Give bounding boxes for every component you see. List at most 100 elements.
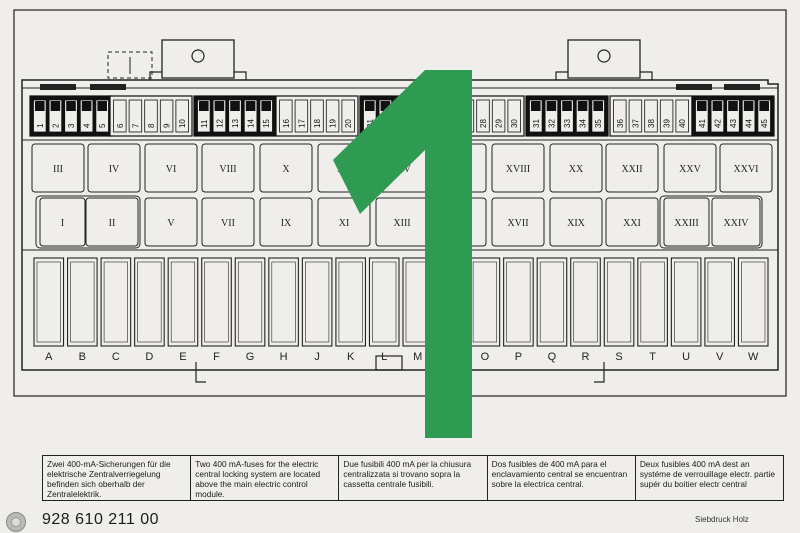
relay-slot-inner [137,261,162,343]
relay-slot-inner [674,261,699,343]
fuse-number: 30 [510,119,519,128]
note-french: Deux fusibles 400 mA dest an systéme de … [639,459,775,489]
relay-slot [670,257,702,347]
relay-slot [536,257,568,347]
note-spanish: Dos fusibles de 400 mA para el enclavami… [488,456,636,500]
relay-label: II [109,218,116,229]
fuse-number: 37 [631,119,640,128]
left-connector [40,39,247,90]
fuse-number: 18 [313,119,322,128]
relay-label: XVIII [506,164,530,175]
relay-socket [605,197,659,247]
relay-slot [469,257,501,347]
relay-slot-inner [271,261,296,343]
note-italian: Due fusibili 400 mA per la chiusura cent… [339,456,488,500]
fuse-cap [199,101,209,111]
relay-socket [719,143,773,193]
fuse-cap [50,101,61,111]
relay-label: I [61,218,64,229]
relay-slot [368,257,400,347]
fuse-cap [546,101,557,111]
fuse [341,99,355,133]
fuse-number: 1 [36,123,45,128]
fuse-cap [66,101,76,111]
fuse-cap [759,101,769,111]
relay-slot-inner [70,261,95,343]
relay-socket [549,143,603,193]
fuse-number: 35 [594,119,603,128]
fuse-number: 45 [760,119,769,128]
relay-label: XVII [507,218,528,229]
relay-slot [637,257,668,347]
fuse [628,99,643,133]
fuse [476,99,490,133]
fuse-number: 9 [163,123,172,128]
relay-socket [259,143,313,193]
fuse-number: 32 [547,119,556,128]
relay-socket [491,143,545,193]
column-label: T [649,351,656,363]
relay-pair-frame [659,195,763,249]
fuse-number: 31 [532,119,541,128]
relay-slot-inner [237,261,263,343]
fuse-cap [577,101,588,111]
column-label: R [582,351,590,363]
relay-slot [503,257,534,347]
fuse-number: 8 [147,123,156,128]
fuse [144,99,158,133]
column-label: H [280,351,288,363]
fuse-number: 15 [262,119,271,128]
fuse-box-body [21,79,779,371]
relay-slot-inner [506,261,531,343]
fuse-number: 38 [647,119,656,128]
relay-slot-inner [640,261,665,343]
relay-slot-inner [36,261,61,343]
fuse-number: 44 [745,119,754,128]
relay-slot-inner [103,261,128,343]
relay-label: XXIV [724,218,750,229]
column-label: P [515,351,522,363]
relay-slot [234,257,266,347]
fuse-number: 3 [67,123,76,128]
relay-socket [605,143,659,193]
column-label: F [213,351,220,363]
relay-slot [704,257,736,347]
screw-icon [6,512,26,532]
relay-slot-inner [372,261,397,343]
fuse-cap [562,101,572,111]
relay-slot [603,257,635,347]
fuse-cap [230,101,240,111]
large-numeral-one-overlay [333,70,472,438]
relay-label: XXIII [674,218,698,229]
column-label: U [682,351,690,363]
right-connector [555,39,760,90]
relay-socket [317,197,371,247]
fuse-number: 14 [247,119,256,128]
fuse-number: 21 [366,119,375,128]
column-label: L [381,351,387,363]
bottom-clips [195,355,605,383]
fuse-number: 6 [116,123,125,128]
relay-socket [711,197,761,247]
relay-slot-inner [204,261,229,343]
fuse-cap [743,101,754,111]
column-label: A [45,351,53,363]
relay-label: XIX [567,218,586,229]
relay-socket [144,143,198,193]
relay-slot-inner [741,261,766,343]
column-label: B [79,351,86,363]
note-german: Zwei 400-mA-Sicherungen für die elektris… [43,456,192,500]
relay-slot [335,257,367,347]
fuse-cap [214,101,225,111]
fuse-number: 16 [282,119,291,128]
fuse-number: 40 [678,119,687,128]
relay-socket [663,143,717,193]
fuse-number: 43 [729,119,738,128]
relay-label: III [53,164,63,175]
fuse-cap [531,101,541,111]
relay-slot-inner [539,261,565,343]
relay-label: XXI [623,218,641,229]
relay-label: XXII [621,164,642,175]
relay-slot-inner [305,261,330,343]
